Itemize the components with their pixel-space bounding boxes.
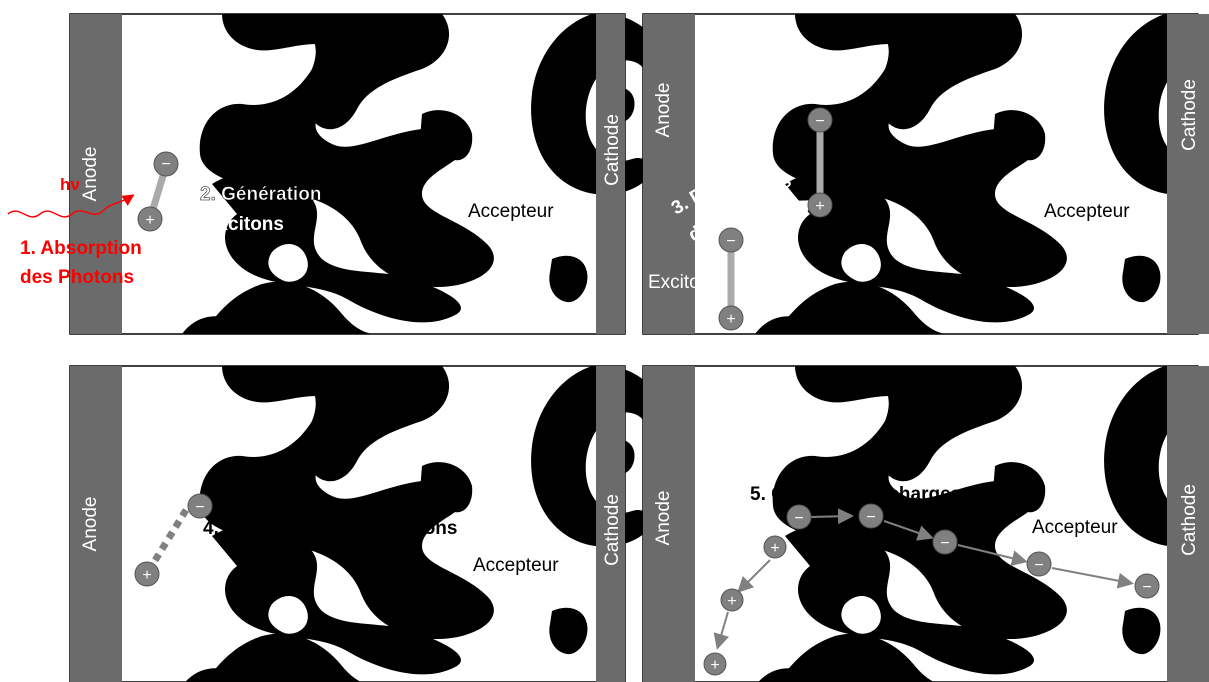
anode-label: Anode [80, 147, 101, 202]
hole-sign: + [142, 567, 151, 584]
accepteur-label: Accepteur [1032, 517, 1118, 538]
panel-collection: Anode Cathode Donneur Accepteur 5. Colle… [643, 366, 1209, 682]
electron-sign: − [815, 113, 824, 130]
panel-absorption: Anode Cathode Donneur Accepteur hν 1. Ab… [8, 14, 667, 334]
electron-sign: − [726, 233, 735, 250]
anode-label: Anode [653, 491, 674, 546]
step2-line2: d’excitons [190, 214, 284, 235]
hole-sign: + [815, 198, 824, 215]
step4-label: 4. Dissociation des excitons [203, 518, 457, 539]
panel-dissociation: Anode Cathode Donneur Accepteur − + 4. D… [70, 366, 667, 682]
cathode-label: Cathode [602, 494, 623, 566]
cathode-label: Cathode [1179, 484, 1200, 556]
electron-sign: − [1034, 557, 1043, 574]
step1-line2: des Photons [20, 267, 134, 288]
donneur-label: Donneur [127, 459, 201, 480]
electron-sign: − [1142, 579, 1151, 596]
electron-sign: − [195, 499, 204, 516]
hv-label: hν [60, 175, 80, 194]
cathode-label: Cathode [602, 114, 623, 186]
donneur-label: Donneur [697, 380, 771, 401]
anode-label: Anode [653, 83, 674, 138]
accepteur-label: Accepteur [473, 555, 559, 576]
step2-line1: 2. Génération [200, 184, 321, 205]
donneur-label: Donneur [133, 109, 207, 130]
hole-sign: + [145, 212, 154, 229]
electron-sign: − [866, 509, 875, 526]
exciton-label: Exciton [648, 272, 710, 293]
anode-label: Anode [80, 497, 101, 552]
cathode-electrode [1167, 14, 1209, 334]
step1-line1: 1. Absorption [20, 238, 142, 259]
step5-label: 5. Collecte des charges [750, 484, 961, 505]
accepteur-label: Accepteur [1044, 201, 1130, 222]
electron-sign: − [161, 156, 170, 173]
hole-sign: + [770, 540, 779, 557]
hole-sign: + [710, 657, 719, 674]
donneur-label: Donneur [699, 106, 773, 127]
panel-diffusion: Anode Cathode Donneur Accepteur Exciton … [643, 14, 1209, 334]
electron-sign: − [794, 510, 803, 527]
hole-sign: + [727, 593, 736, 610]
hole-sign: + [726, 311, 735, 328]
electron-sign: − [940, 535, 949, 552]
electron-path-arrow [811, 516, 850, 517]
cathode-label: Cathode [1179, 79, 1200, 151]
accepteur-label: Accepteur [468, 201, 554, 222]
